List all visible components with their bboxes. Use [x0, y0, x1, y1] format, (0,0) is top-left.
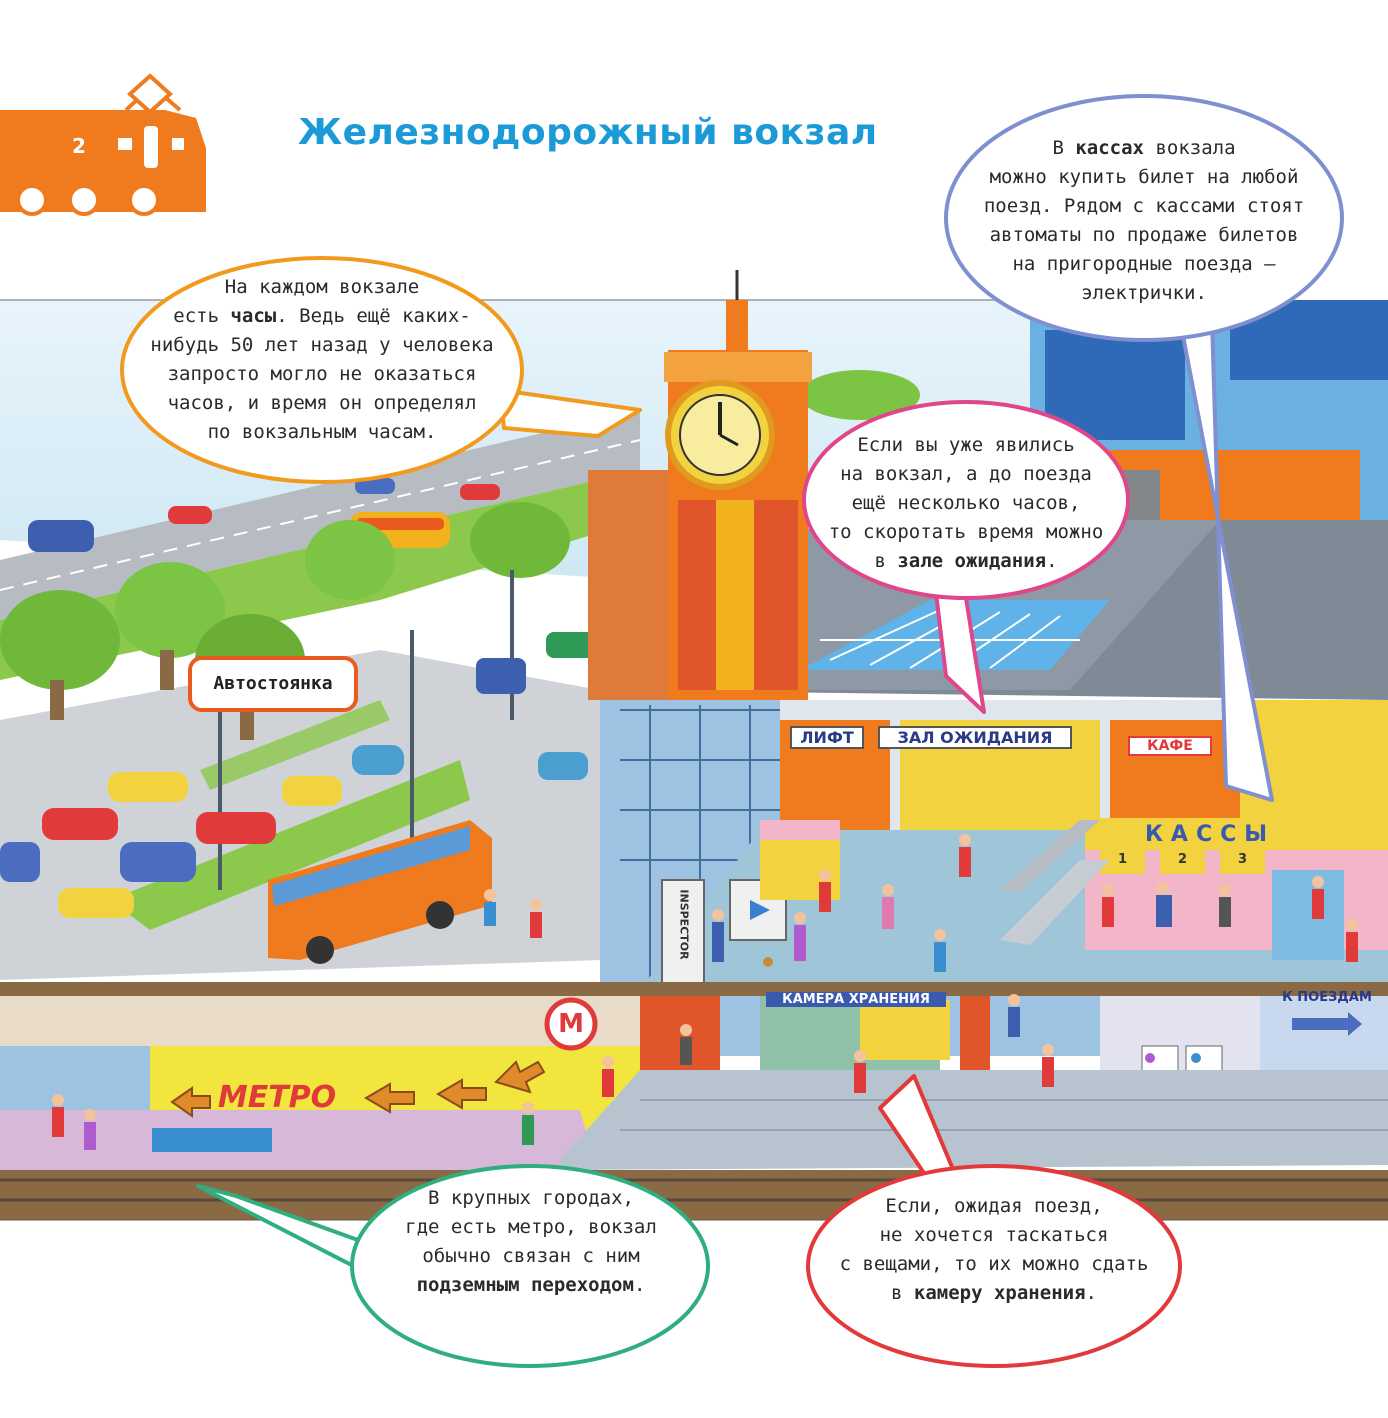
parked-cars [0, 632, 596, 918]
sign-inspector: INSPECTOR [677, 889, 691, 960]
bubble-clock-line: часов, и время он определял [167, 392, 477, 414]
bubble-luggage-shape [806, 1074, 1182, 1368]
bubble-tickets-line: на пригородные поезда — [1012, 253, 1276, 275]
bubble-waiting-line: на вокзал, а до поезда [840, 463, 1092, 485]
ticket-window-3: 3 [1237, 852, 1248, 867]
bubble-tickets-text: В кассах вокзала можно купить билет на л… [954, 134, 1334, 308]
page-title: Железнодорожный вокзал [298, 112, 878, 153]
sign-luggage: КАМЕРА ХРАНЕНИЯ [766, 992, 946, 1007]
sign-metro: МЕТРО [217, 1080, 337, 1115]
bubble-metro-line: где есть метро, вокзал [405, 1216, 657, 1238]
bus [268, 820, 492, 964]
parking-label: Автостоянка [188, 656, 358, 712]
ticket-window-2: 2 [1177, 852, 1188, 867]
bubble-luggage-line: с вещами, то их можно сдать [839, 1253, 1149, 1275]
bubble-clock-line: На каждом вокзале [224, 276, 420, 298]
sign-ticket-office: КАССЫ [1144, 822, 1276, 847]
train-icon [0, 73, 206, 216]
bubble-metro-line: В крупных городах, [428, 1187, 634, 1209]
bubble-clock-shape [120, 256, 642, 484]
people-hall [484, 834, 1358, 972]
bubble-tickets-line: В кассах вокзала [1052, 137, 1236, 159]
bubble-clock-line: запросто могло не оказаться [167, 363, 477, 385]
sign-to-trains: К ПОЕЗДАМ [1282, 990, 1372, 1005]
lamp-posts [218, 570, 514, 890]
bubble-waiting-shape [802, 400, 1130, 714]
metro-arrows [170, 1060, 546, 1118]
parking-label-text: Автостоянка [213, 673, 333, 694]
bubble-metro-line: подземным переходом. [416, 1274, 646, 1296]
sign-waiting-hall: ЗАЛ ОЖИДАНИЯ [878, 726, 1072, 749]
metro-logo: М [558, 1009, 584, 1039]
page-number: 2 [72, 134, 86, 158]
bubble-metro-text: В крупных городах, где есть метро, вокза… [376, 1184, 686, 1300]
bubble-luggage-line: в камеру хранения. [891, 1282, 1097, 1304]
bubble-metro-shape [196, 1164, 710, 1368]
bubble-waiting-line: Если вы уже явились [857, 434, 1075, 456]
bubble-tickets-line: электрички. [1081, 282, 1207, 304]
bubble-luggage-line: Если, ожидая поезд, [885, 1195, 1103, 1217]
bubble-waiting-text: Если вы уже явились на вокзал, а до поез… [808, 431, 1124, 576]
ticket-window-1: 1 [1117, 852, 1128, 867]
sign-cafe: КАФЕ [1128, 736, 1212, 756]
bubble-tickets-line: можно купить билет на любой [989, 166, 1299, 188]
bubble-tickets-line: поезд. Рядом с кассами стоят [983, 195, 1305, 217]
bubble-luggage-text: Если, ожидая поезд, не хочется таскаться… [820, 1192, 1168, 1308]
bubble-waiting-line: ещё несколько часов, [851, 492, 1081, 514]
bubble-luggage-line: не хочется таскаться [879, 1224, 1109, 1246]
sign-lift: ЛИФТ [790, 726, 864, 749]
bubble-clock-line: есть часы. Ведь ещё каких- [173, 305, 471, 327]
bubble-waiting-line: в зале ожидания. [874, 550, 1058, 572]
bubble-tickets-line: автоматы по продаже билетов [989, 224, 1299, 246]
bubble-clock-line: нибудь 50 лет назад у человека [150, 334, 494, 356]
bubble-clock-text: На каждом вокзале есть часы. Ведь ещё ка… [122, 273, 522, 447]
clock-tower [588, 270, 812, 700]
bubble-clock-line: по вокзальным часам. [207, 421, 437, 443]
bubble-metro-line: обычно связан с ним [422, 1245, 640, 1267]
bubble-waiting-line: то скоротать время можно [828, 521, 1104, 543]
people-underground [52, 994, 1054, 1150]
bubble-tickets-shape [944, 94, 1344, 802]
